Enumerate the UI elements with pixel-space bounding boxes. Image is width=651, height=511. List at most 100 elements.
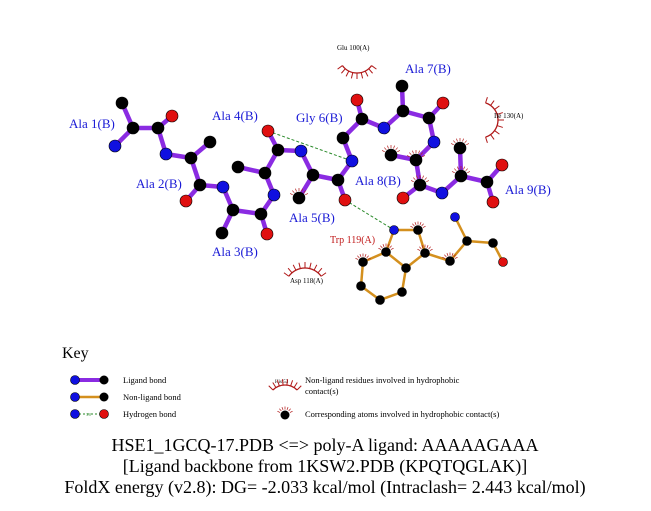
contact-spike [387, 243, 390, 247]
nitrogen-atom [108, 139, 122, 153]
key-ligand-bond-label: Ligand bond [123, 375, 167, 385]
carbon-atom [356, 281, 366, 291]
contact-spike [355, 257, 359, 260]
contact-spike [454, 256, 458, 259]
carbon-atom [488, 238, 498, 248]
carbon-atom [420, 248, 430, 258]
carbon-atom [454, 169, 468, 183]
contact-spike [279, 408, 282, 412]
carbon-atom [381, 247, 391, 257]
contact-spike [422, 175, 424, 179]
carbon-atom [254, 207, 268, 221]
contact-spike [428, 246, 431, 250]
residue-label-ala9: Ala 9(B) [505, 182, 551, 197]
carbon-atom [413, 178, 427, 192]
contact-spike [451, 252, 454, 256]
oxygen-atom [179, 194, 193, 208]
contact-spike [419, 246, 422, 250]
hydrogen-bond [344, 199, 395, 231]
contact-spike [412, 150, 414, 154]
oxygen-atom [165, 109, 179, 123]
key-hydrophobic-arc-icon [268, 379, 302, 391]
carbon-atom [115, 96, 129, 110]
contact-spike [454, 168, 457, 172]
contact-spike [289, 410, 293, 413]
carbon-atom [375, 295, 385, 305]
carbon-atom [453, 141, 467, 155]
residue-label-ala4: Ala 4(B) [212, 108, 258, 123]
contact-spike [303, 190, 306, 194]
oxygen-atom [495, 158, 509, 172]
key-heading: Key [62, 345, 89, 362]
contact-spike [301, 188, 303, 192]
nitrogen-atom [389, 225, 399, 235]
key-nonligand-bond-label: Non-ligand bond [123, 392, 182, 402]
contact-spike [367, 257, 371, 260]
nitrogen-atom [435, 186, 449, 200]
contact-spike [426, 180, 430, 183]
contact-spike [421, 223, 424, 227]
contact-spike [456, 138, 458, 142]
key-example-residue: His 53 [275, 380, 289, 385]
carbon-atom [184, 151, 198, 165]
contact-spike [413, 177, 416, 181]
carbon-atom [258, 166, 272, 180]
carbon-atom [395, 79, 409, 93]
contact-spike [378, 247, 382, 250]
oxygen-atom [338, 193, 352, 207]
contact-spike [442, 256, 446, 259]
oxygen-atom [260, 227, 274, 241]
carbon-atom [292, 191, 306, 205]
contact-spike [305, 193, 309, 196]
carbon-atom [226, 203, 240, 217]
contact-spike [410, 225, 414, 228]
contact-spike [462, 138, 464, 142]
carbon-atom [355, 112, 369, 126]
contact-spike [418, 150, 420, 154]
contact-spike [421, 244, 424, 248]
contact-spike [289, 193, 293, 196]
contact-spike [426, 244, 429, 248]
nitrogen-atom [345, 154, 359, 168]
contact-spike [281, 406, 284, 410]
contact-label-ile130: Ile 130(A) [494, 112, 524, 120]
carbon-atom [445, 256, 455, 266]
carbon-atom [401, 263, 411, 273]
contact-spike [357, 255, 360, 259]
contact-spike [397, 150, 401, 153]
title-line-1: HSE1_1GCQ-17.PDB <=> poly-A ligand: AAAA… [112, 435, 539, 455]
title-line-2: [Ligand backbone from 1KSW2.PDB (KPQTQGL… [123, 456, 527, 477]
key-contact-arc [268, 379, 302, 391]
contact-spike [451, 171, 455, 174]
contact-spike [389, 245, 392, 249]
carbon-atom [396, 104, 410, 118]
contact-spike [465, 168, 468, 172]
contact-spike [393, 145, 395, 149]
carbon-atom [358, 257, 368, 267]
contact-spike [424, 177, 427, 181]
carbon-atom [413, 225, 423, 235]
contact-spike [381, 150, 385, 153]
contact-spike [463, 166, 465, 170]
oxygen-atom [436, 96, 450, 110]
contact-spike [359, 253, 362, 257]
carbon-atom [203, 135, 217, 149]
nitrogen-atom [159, 147, 173, 161]
residue-label-ala5: Ala 5(B) [289, 210, 335, 225]
nitrogen-atom [267, 188, 281, 202]
contact-spike [286, 406, 289, 410]
oxygen-atom [486, 195, 500, 209]
carbon-atom [151, 121, 165, 135]
contact-label-glu100: Glu 100(A) [337, 44, 370, 52]
carbon-atom [306, 168, 320, 182]
carbon-atom [422, 111, 436, 125]
residue-label-ala3: Ala 3(B) [212, 244, 258, 259]
contact-spike [444, 254, 447, 258]
glu100-contact-arc [337, 65, 377, 79]
residue-label-ala1: Ala 1(B) [69, 116, 115, 131]
key-contact-atom [280, 410, 290, 420]
contact-spike [453, 254, 456, 258]
nitrogen-atom [450, 212, 460, 222]
residue-label-ala8: Ala 8(B) [355, 173, 401, 188]
